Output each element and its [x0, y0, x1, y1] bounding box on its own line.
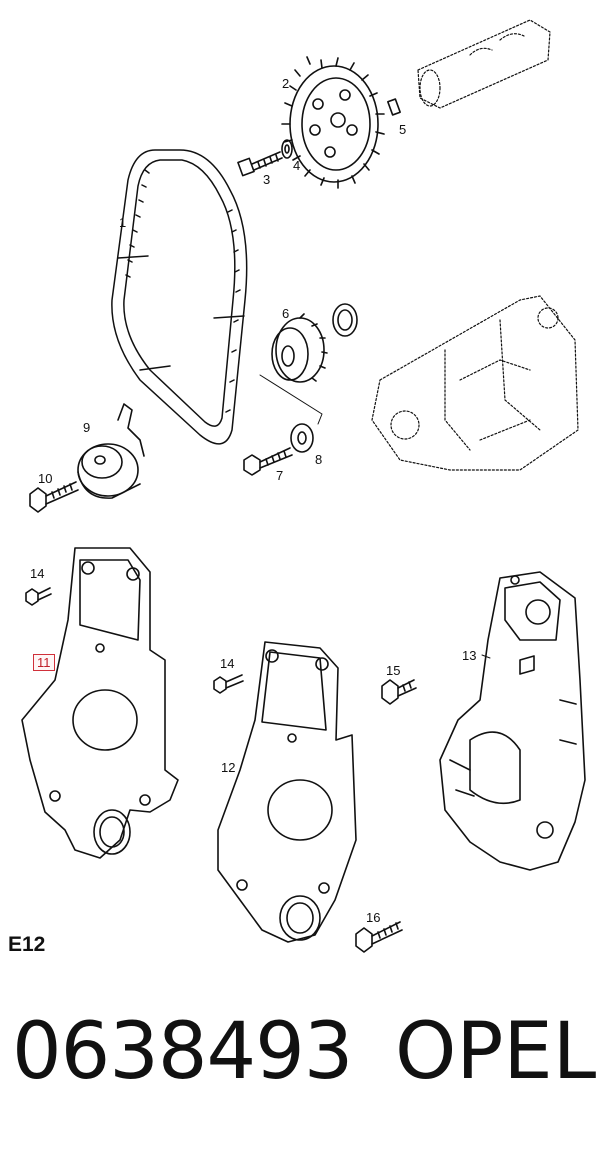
part-number-text: 0638493	[12, 1007, 353, 1097]
callout-8: 8	[315, 452, 323, 467]
cover-bolt-15	[381, 679, 417, 705]
lower-cover-12	[217, 641, 357, 943]
cover-bolt-14a	[25, 587, 52, 606]
callout-5: 5	[399, 122, 407, 137]
camshaft-washer	[281, 139, 293, 159]
leader-bracket	[259, 374, 323, 425]
crank-washer	[290, 423, 314, 453]
cover-bolt-16	[355, 921, 403, 953]
brand-text: OPEL	[395, 1007, 597, 1097]
callout-9: 9	[83, 420, 91, 435]
diagram-code-label: E12	[8, 933, 46, 956]
callout-13: 13	[462, 648, 477, 663]
timing-belt	[111, 149, 248, 445]
callout-14b: 14	[220, 656, 235, 671]
lower-cover-11	[21, 547, 179, 859]
belt-tensioner	[77, 403, 145, 499]
cover-bolt-14b	[213, 674, 244, 694]
callout-10: 10	[38, 471, 53, 486]
callout-11[interactable]: 11	[33, 654, 55, 671]
crank-bolt	[243, 447, 293, 476]
callout-15: 15	[386, 663, 401, 678]
crankshaft-sprocket	[271, 313, 328, 383]
exploded-parts-drawing	[21, 19, 586, 953]
callout-4: 4	[293, 158, 301, 173]
camshaft-bolt	[237, 151, 283, 177]
seal-ring	[332, 303, 358, 337]
callout-14a: 14	[30, 566, 45, 581]
callout-1: 1	[119, 215, 127, 230]
callout-16: 16	[366, 910, 381, 925]
callout-3: 3	[263, 172, 271, 187]
callout-12: 12	[221, 760, 236, 775]
callout-6: 6	[282, 306, 290, 321]
callout-7: 7	[276, 468, 284, 483]
rear-cover-13	[439, 571, 586, 871]
callout-2: 2	[282, 76, 290, 91]
dowel-pin	[387, 98, 401, 116]
tensioner-bolt	[29, 481, 79, 513]
engine-block-outline	[371, 295, 579, 471]
leader-13	[481, 654, 491, 659]
camshaft-outline	[417, 19, 551, 109]
